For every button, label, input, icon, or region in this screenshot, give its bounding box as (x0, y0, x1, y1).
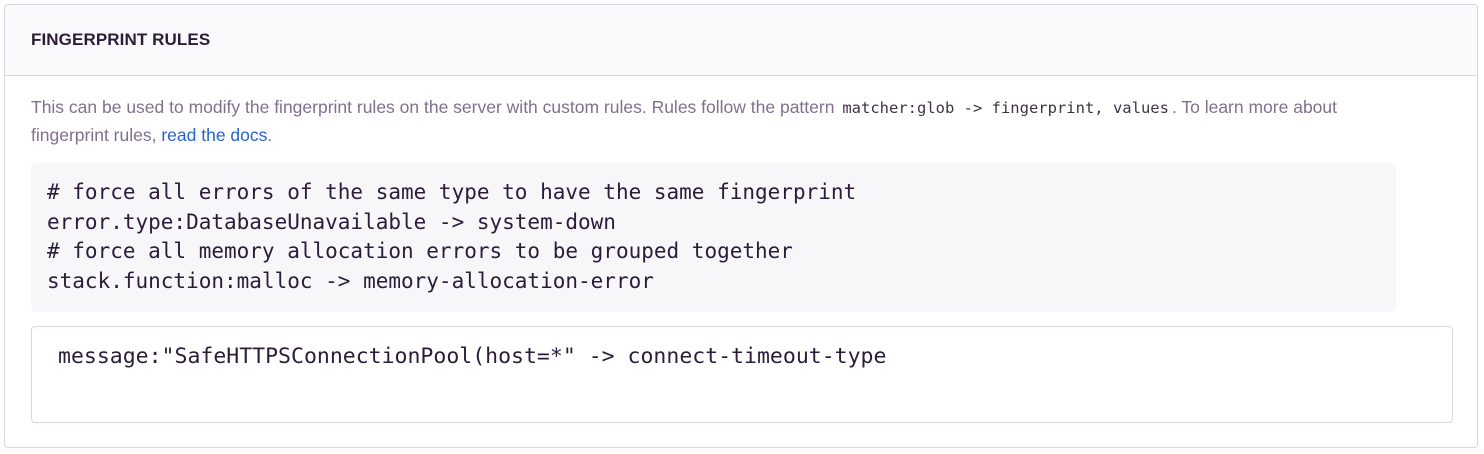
panel-body: This can be used to modify the fingerpri… (5, 76, 1477, 423)
help-text-after: . To learn more about fingerprint rules, (31, 97, 1338, 145)
example-line: # force all memory allocation errors to … (47, 239, 793, 263)
panel-title: FINGERPRINT RULES (31, 30, 211, 49)
example-line: error.type:DatabaseUnavailable -> system… (47, 209, 616, 234)
help-text-before: This can be used to modify the fingerpri… (31, 97, 835, 117)
read-the-docs-link[interactable]: read the docs (161, 125, 268, 145)
help-text: This can be used to modify the fingerpri… (31, 94, 1411, 149)
example-line: stack.function:malloc -> memory-allocati… (47, 268, 654, 293)
panel-header: FINGERPRINT RULES (5, 5, 1477, 76)
fingerprint-rules-input[interactable]: message:"SafeHTTPSConnectionPool(host=*"… (31, 326, 1453, 423)
example-rules-block: # force all errors of the same type to h… (31, 163, 1396, 312)
example-line: # force all errors of the same type to h… (47, 180, 857, 204)
help-text-end: . (267, 125, 273, 145)
fingerprint-rules-panel: FINGERPRINT RULES This can be used to mo… (4, 4, 1478, 448)
pattern-code: matcher:glob -> fingerprint, values (842, 99, 1169, 117)
rules-input-value: message:"SafeHTTPSConnectionPool(host=*"… (58, 344, 887, 369)
